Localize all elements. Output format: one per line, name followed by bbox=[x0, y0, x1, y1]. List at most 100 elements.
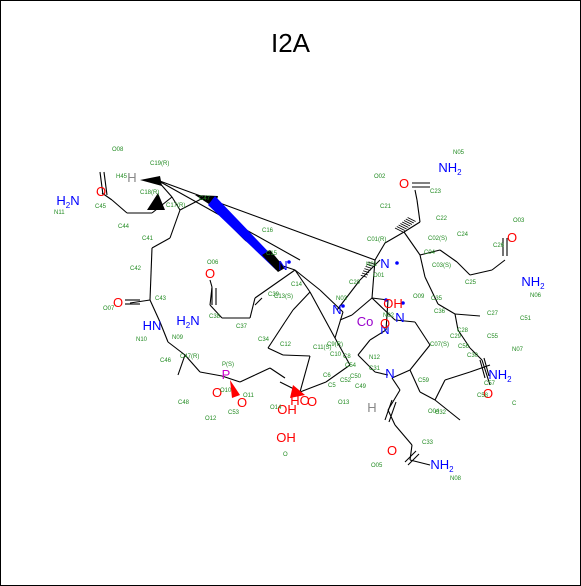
atom-h-symbol: H bbox=[367, 400, 376, 415]
bond-line bbox=[371, 297, 396, 321]
atom-index-label: C8 bbox=[343, 354, 351, 360]
atom-index-label: C01(R) bbox=[367, 237, 386, 243]
bond-line bbox=[177, 354, 186, 376]
atom-o-symbol: O bbox=[307, 394, 317, 409]
bond-group bbox=[99, 171, 508, 466]
atom-index-label: C24 bbox=[457, 232, 469, 238]
atom-index-label: C02(S) bbox=[428, 236, 447, 242]
bond-line bbox=[439, 249, 458, 263]
radical-dot bbox=[341, 304, 345, 308]
bond-line bbox=[249, 297, 256, 319]
bond-line bbox=[254, 367, 271, 376]
atom-n-symbol: NH2 bbox=[488, 367, 512, 384]
atom-index-label: C5 bbox=[328, 383, 336, 389]
atom-index-label: O12 bbox=[205, 416, 217, 422]
radical-dot bbox=[384, 298, 388, 302]
atom-n-symbol: H2N bbox=[56, 193, 79, 210]
bond-line bbox=[388, 401, 397, 423]
atom-index-label: C53 bbox=[228, 410, 240, 416]
atom-index-label: C29 bbox=[450, 334, 462, 340]
atom-index-label: O13 bbox=[338, 400, 350, 406]
bond-line bbox=[294, 269, 311, 293]
atom-o-symbol: O bbox=[399, 176, 409, 191]
atom-index-label: C48 bbox=[178, 400, 190, 406]
bond-line bbox=[169, 209, 181, 239]
atom-index-label: C36 bbox=[434, 309, 446, 315]
atom-index-label: C38 bbox=[209, 314, 221, 320]
hashed-bond bbox=[405, 218, 414, 224]
atom-co-symbol: Co bbox=[357, 314, 374, 329]
wedge-bond-red bbox=[290, 385, 305, 398]
bond-line bbox=[419, 254, 426, 278]
atom-n-symbol: H2N bbox=[176, 313, 199, 330]
atom-index-label: C51 bbox=[520, 316, 532, 322]
bond-line bbox=[407, 453, 420, 466]
bond-line bbox=[159, 321, 169, 343]
bond-line bbox=[99, 171, 104, 196]
atom-o-symbol: O bbox=[237, 395, 247, 410]
bond-line bbox=[267, 321, 286, 349]
atom-index-label: H45 bbox=[116, 174, 128, 180]
atom-o-symbol: OH bbox=[383, 296, 403, 311]
bond-line bbox=[434, 399, 451, 413]
wedge-bond-blue bbox=[208, 196, 282, 270]
bond-line bbox=[309, 291, 336, 339]
hashed-bond bbox=[363, 270, 370, 274]
atom-n-symbol: NH2 bbox=[438, 160, 462, 177]
bond-line bbox=[334, 337, 351, 366]
bond-line bbox=[454, 313, 459, 331]
bond-line bbox=[319, 289, 344, 313]
atom-n-symbol: HN bbox=[143, 318, 162, 333]
atom-index-label: C28 bbox=[457, 328, 469, 334]
atom-n-symbol: NH2 bbox=[521, 274, 545, 291]
atom-index-labels: O08H45C19(R)C18(R)C17(R)C45N11C44C47C41C… bbox=[54, 147, 542, 482]
bond-line bbox=[394, 319, 416, 323]
atom-o-symbol: OH bbox=[277, 402, 297, 417]
bond-line bbox=[209, 279, 213, 288]
bond-line bbox=[359, 259, 381, 281]
bond-line bbox=[385, 299, 389, 331]
atom-o-symbol: O bbox=[380, 316, 390, 331]
bond-line bbox=[129, 299, 151, 304]
bond-line bbox=[409, 444, 413, 461]
atom-o-symbol: HO bbox=[290, 393, 310, 408]
bond-line bbox=[339, 314, 353, 321]
hashed-bond bbox=[403, 220, 413, 225]
atom-index-label: C37 bbox=[236, 324, 248, 330]
bond-line bbox=[374, 371, 389, 376]
atom-index-label: C31 bbox=[369, 366, 381, 372]
bond-line bbox=[384, 399, 393, 421]
atom-index-label: C12 bbox=[280, 342, 292, 348]
bond-line bbox=[371, 259, 376, 299]
atom-o-symbol: O bbox=[113, 295, 123, 310]
bond-line bbox=[325, 364, 351, 383]
atom-index-label: C9(R) bbox=[327, 342, 343, 348]
atom-n-symbol: N bbox=[395, 310, 404, 325]
atom-index-label: O05 bbox=[371, 463, 383, 469]
atom-n-symbol: N bbox=[332, 302, 341, 317]
bond-line bbox=[357, 339, 371, 356]
bond-line bbox=[167, 341, 186, 356]
bond-line bbox=[469, 347, 483, 361]
atom-index-label: C47 bbox=[199, 196, 211, 202]
atom-index-label: C41 bbox=[142, 236, 154, 242]
bond-line bbox=[394, 424, 413, 446]
atom-index-label: C52 bbox=[340, 378, 352, 384]
atom-index-label: C22 bbox=[436, 216, 448, 222]
bond-line bbox=[282, 354, 311, 357]
bond-line bbox=[292, 291, 311, 311]
bond-line bbox=[336, 279, 361, 311]
atom-index-label: O02 bbox=[374, 174, 386, 180]
bond-line bbox=[299, 381, 327, 393]
atom-o-symbol: OH bbox=[276, 430, 296, 445]
bond-line bbox=[357, 354, 376, 373]
atom-index-label: C30 bbox=[467, 353, 479, 359]
bond-line bbox=[111, 199, 128, 214]
bond-line bbox=[384, 231, 405, 244]
bond-line bbox=[414, 189, 418, 201]
atom-p-symbol: P bbox=[222, 367, 231, 382]
atom-index-label: C23 bbox=[430, 189, 442, 195]
hashed-bond bbox=[398, 224, 407, 230]
